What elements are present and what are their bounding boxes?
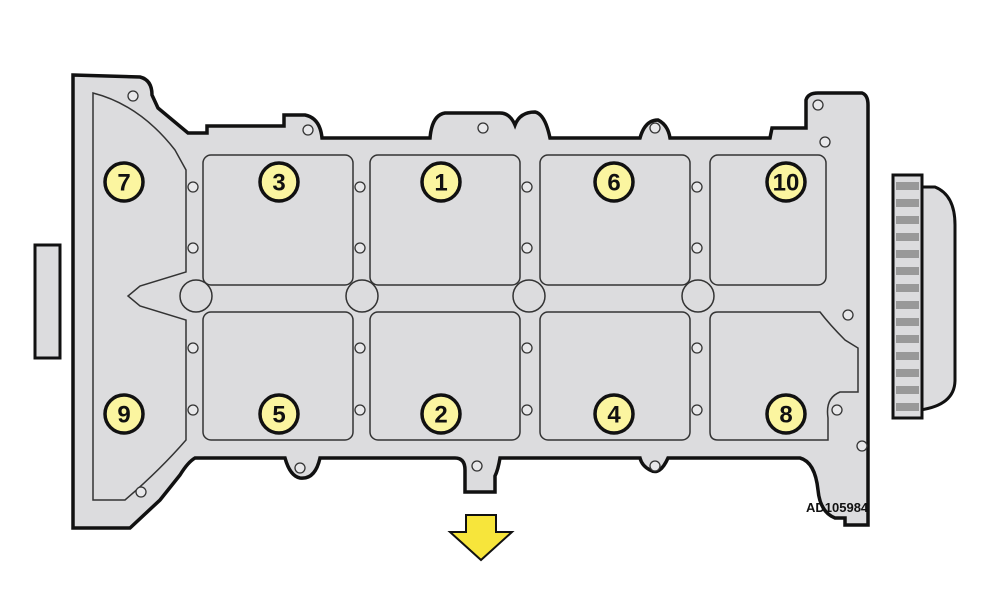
bolt-hole — [187, 342, 199, 354]
tightening-sequence: 7 3 1 6 10 9 5 2 4 8 — [103, 161, 807, 435]
bolt-hole — [819, 136, 831, 148]
pulley-tooth — [896, 284, 919, 292]
sequence-number: 2 — [434, 402, 447, 429]
sequence-callout: 8 — [765, 393, 807, 435]
sequence-callout: 3 — [258, 161, 300, 203]
bolt-hole — [354, 404, 366, 416]
pulley-tooth — [896, 182, 919, 190]
bolt-hole — [354, 342, 366, 354]
sequence-number: 8 — [779, 402, 792, 429]
bolt-hole — [521, 404, 533, 416]
bolt-hole — [521, 181, 533, 193]
sequence-callout: 5 — [258, 393, 300, 435]
sequence-number: 10 — [773, 170, 800, 197]
pulley-tooth — [896, 403, 919, 411]
bolt-hole — [477, 122, 489, 134]
pulley-tooth — [896, 199, 919, 207]
bolt-hole — [691, 404, 703, 416]
sequence-number: 1 — [434, 170, 447, 197]
pulley-tooth — [896, 335, 919, 343]
bolt-hole — [127, 90, 139, 102]
arrow-down-icon — [447, 514, 515, 562]
left-end-component — [33, 243, 62, 360]
pulley-tooth — [896, 216, 919, 224]
sequence-number: 3 — [272, 170, 285, 197]
bolt-hole — [187, 181, 199, 193]
sequence-callout: 2 — [420, 393, 462, 435]
sequence-callout: 7 — [103, 161, 145, 203]
bolt-hole — [691, 342, 703, 354]
sequence-number: 4 — [607, 402, 621, 429]
bolt-hole — [187, 242, 199, 254]
sequence-number: 7 — [117, 170, 130, 197]
pulley-tooth — [896, 386, 919, 394]
bolt-hole — [842, 309, 854, 321]
pulley — [891, 173, 957, 420]
pulley-tooth — [896, 267, 919, 275]
sequence-callout: 6 — [593, 161, 635, 203]
bolt-hole — [302, 124, 314, 136]
bolt-holes — [127, 90, 868, 498]
pulley-tooth — [896, 352, 919, 360]
pulley-tooth — [896, 250, 919, 258]
sequence-callout: 10 — [765, 161, 807, 203]
pulley-tooth — [896, 369, 919, 377]
sequence-callout: 9 — [103, 393, 145, 435]
pulley-tooth — [896, 301, 919, 309]
figure-reference: AD105984 — [806, 500, 869, 515]
bolt-hole — [187, 404, 199, 416]
sequence-callout: 1 — [420, 161, 462, 203]
bolt-hole — [135, 486, 147, 498]
bolt-hole — [649, 122, 661, 134]
bolt-hole — [471, 460, 483, 472]
sequence-callout: 4 — [593, 393, 635, 435]
bolt-hole — [521, 242, 533, 254]
bolt-hole — [691, 242, 703, 254]
bolt-hole — [856, 440, 868, 452]
pulley-tooth — [896, 318, 919, 326]
bolt-hole — [831, 404, 843, 416]
bolt-hole — [354, 181, 366, 193]
sequence-number: 9 — [117, 402, 130, 429]
bolt-hole — [812, 99, 824, 111]
sequence-number: 5 — [272, 402, 285, 429]
bolt-hole — [521, 342, 533, 354]
bolt-hole — [691, 181, 703, 193]
pulley-tooth — [896, 233, 919, 241]
sequence-number: 6 — [607, 170, 620, 197]
bolt-hole — [354, 242, 366, 254]
bolt-hole — [649, 460, 661, 472]
bolt-hole — [294, 462, 306, 474]
seal-lines — [92, 92, 859, 501]
